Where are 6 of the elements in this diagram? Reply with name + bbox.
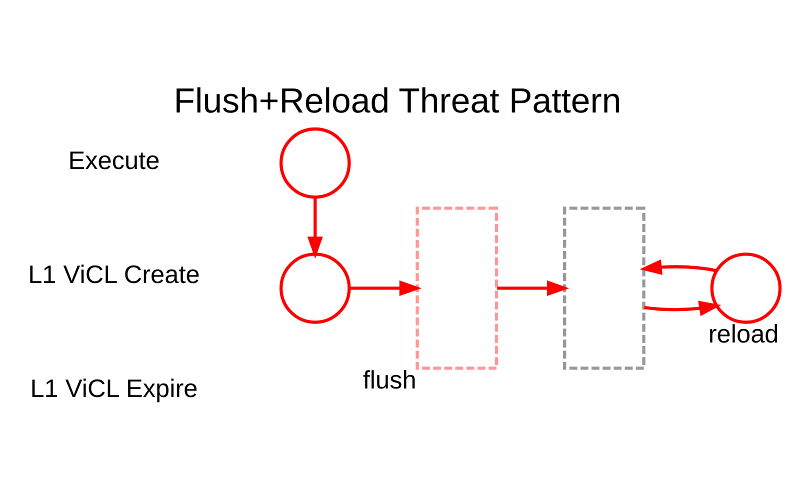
diagram-title: Flush+Reload Threat Pattern [174, 81, 622, 120]
label: L1 ViCL Create [28, 260, 200, 289]
label: Execute [68, 146, 160, 175]
node-label: flush [362, 366, 416, 394]
label: L1 ViCL Expire [30, 374, 198, 403]
node-label: reload [708, 320, 779, 348]
